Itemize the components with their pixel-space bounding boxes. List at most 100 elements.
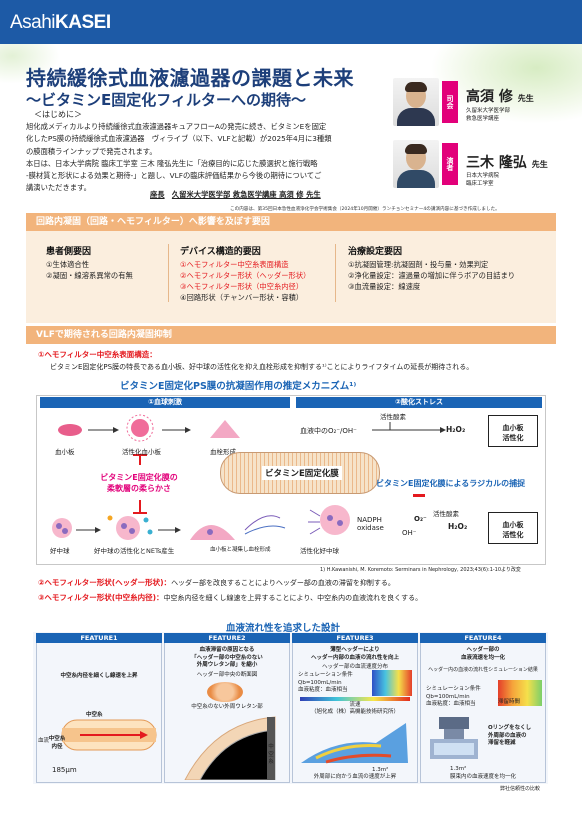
header-flow-illustration bbox=[301, 723, 408, 764]
factor-title: 患者側要因 bbox=[46, 247, 92, 257]
hollow-fiber-illustration bbox=[61, 719, 157, 751]
feature-text: 血液滞留の原因となる「ヘッダー部の中空糸のない外周ウレタン部」を縮小 bbox=[191, 647, 263, 668]
o-ring-illustration bbox=[430, 717, 478, 759]
speaker-name: 三木 隆弘 先生 bbox=[466, 155, 548, 171]
speaker-affiliation: 久留米大学医学部救急医学講座 bbox=[466, 108, 511, 122]
label-inner-diameter: 中空糸内径 bbox=[48, 736, 66, 750]
source-note: この内容は、第35回日本急性血液浄化学会学術集会（2024年10月開催）ランチョ… bbox=[230, 207, 500, 212]
color-scale-bar bbox=[300, 697, 410, 701]
intro-line: 講演いただきます。 bbox=[26, 183, 91, 193]
o-ring-text: Oリングをなくし外周部の血液の滞留を軽減 bbox=[488, 725, 532, 746]
speaker-photo-takasu bbox=[393, 78, 439, 126]
role-badge: 演者 bbox=[442, 143, 458, 185]
label-aggregation: 血小板と凝集し血栓形成 bbox=[210, 547, 271, 553]
speaker-affiliation: 日本大学病院臨床工学室 bbox=[466, 173, 500, 187]
label-area: 1.3m² bbox=[450, 766, 467, 772]
role-badge: 司会 bbox=[442, 81, 458, 123]
platelet-activation-box: 血小板活性化 bbox=[488, 415, 538, 447]
brand-header-bar bbox=[0, 0, 582, 44]
soft-layer-label: ビタミンE固定化膜の柔軟層の柔らかさ bbox=[100, 473, 178, 493]
intro-line: の膜面積ラインナップで発売されます。 bbox=[26, 146, 157, 156]
factors-section: 回路内凝固（回路・ヘモフィルター）へ影響を及ぼす要因 bbox=[26, 213, 556, 323]
arrow bbox=[372, 422, 446, 433]
panel-header: ①血球刺激 bbox=[40, 397, 290, 408]
inhibit-mark bbox=[413, 494, 425, 497]
label-h2o2: H₂O₂ bbox=[446, 425, 466, 434]
feature-text: ヘッダー部の血液流速を均一化 bbox=[460, 647, 505, 661]
label-distribution: ヘッダー部の血流速度分布 bbox=[321, 664, 388, 670]
velocity-heatmap bbox=[372, 670, 412, 696]
label-area: 1.3m² bbox=[372, 767, 389, 773]
label-residence: 滞留時間 bbox=[498, 699, 521, 705]
point1-text: ビタミンE固定化PS膜の特長である血小板、好中球の活性化を抑え血栓形成を抑制する… bbox=[50, 363, 474, 371]
intro-line: -膜材質と形状による効果と期待-」と題し、VLFの臨床評価結果から今後の期待につ… bbox=[26, 171, 322, 181]
platelet-activation-box: 血小板活性化 bbox=[488, 512, 538, 544]
label-h2o2: H₂O₂ bbox=[448, 522, 468, 531]
header-sector-illustration bbox=[184, 716, 276, 780]
label-diameter-value: 185μm bbox=[52, 766, 77, 774]
neutrophil-icon bbox=[308, 505, 350, 535]
label-activated-platelet: 活性化血小板 bbox=[122, 448, 161, 456]
radical-capture-label: ビタミンE固定化膜によるラジカルの捕捉 bbox=[376, 479, 526, 488]
reference: 1) H.Kawanishi, M. Koremoto: Serminars i… bbox=[320, 567, 521, 573]
label-uniform-velocity: 膜束内の血液速度を均一化 bbox=[449, 774, 516, 780]
label-velocity: 流速 bbox=[349, 702, 361, 708]
label-fiber: 中空糸 bbox=[268, 744, 274, 765]
mechanism-diagram bbox=[36, 395, 546, 565]
label-source: 血液中のO₂⁻/OH⁻ bbox=[300, 427, 357, 435]
label-platelet: 血小板 bbox=[55, 448, 75, 456]
divider bbox=[168, 244, 169, 302]
intro-heading: ＜はじめに＞ bbox=[34, 110, 82, 119]
feature-header: FEATURE4 bbox=[420, 633, 546, 643]
intro-line: 旭化成メディカルより持続緩徐式血液濾過器キュアフローAの発売に続き、ビタミンEを… bbox=[26, 122, 327, 131]
label-cross-section: ヘッダー部中央の断面図 bbox=[196, 672, 258, 678]
label-thrombus: 血栓形成 bbox=[210, 448, 236, 456]
page-subtitle: ～ビタミンE固定化フィルターへの期待～ bbox=[26, 91, 306, 109]
intro-text: 旭化成メディカルより持続緩徐式血液濾過器キュアフローAの発売に続き、ビタミンEを… bbox=[26, 121, 374, 195]
label-outer-urethane: 中空糸のない外周ウレタン部 bbox=[191, 704, 263, 710]
mechanism-title: ビタミンE固定化PS膜の抗凝固作用の推定メカニズム¹⁾ bbox=[120, 381, 357, 392]
feature-header: FEATURE2 bbox=[164, 633, 290, 643]
section-heading: 回路内凝固（回路・ヘモフィルター）へ影響を及ぼす要因 bbox=[26, 213, 556, 231]
intro-line: 化したPS膜の持続緩徐式血液濾過器 ヴィライブ（以下、VLFと記載）が2025年… bbox=[26, 134, 332, 144]
point1-heading: ①ヘモフィルター中空糸表面構造： bbox=[38, 350, 157, 359]
label-hollow-fiber: 中空糸 bbox=[86, 712, 103, 718]
label-blood-flow: 血流 bbox=[38, 738, 50, 744]
label-simulation: ヘッダー内の血液の流れ性シミュレーション結果 bbox=[428, 667, 538, 673]
blood-cell-illustration bbox=[52, 414, 286, 540]
panel-header: ②酸化ストレス bbox=[296, 397, 542, 408]
label-outer-velocity: 外周部に向かう血流の速度が上昇 bbox=[313, 774, 397, 780]
feature-text: 中空糸内径を細くし線速を上昇 bbox=[60, 673, 138, 679]
label-ros: 活性酸素 bbox=[380, 413, 406, 421]
feature-text: 薄型ヘッダーによりヘッダー内部の血液の流れ性を向上 bbox=[310, 647, 399, 661]
label-nets: 好中球の活性化とNETs産生 bbox=[94, 547, 175, 555]
intro-line: 本日は、日本大学病院 臨床工学室 三木 隆弘先生に「治療目的に応じた膜選択と施行… bbox=[26, 158, 318, 168]
membrane-label: ビタミンE固定化膜 bbox=[262, 466, 342, 480]
residence-heatmap bbox=[498, 680, 542, 706]
factor-title: 治療設定要因 bbox=[348, 247, 403, 257]
speaker-photo-miki bbox=[393, 140, 439, 188]
header-cross-section bbox=[207, 682, 243, 702]
footnote: 弊社信頼性の比較 bbox=[500, 786, 541, 792]
chair-signature: 座長 久留米大学医学部 救急医学講座 高須 修 先生 bbox=[150, 190, 321, 199]
factor-list: ①ヘモフィルター中空糸表面構造 ②ヘモフィルター形状（ヘッダー形状） ③ヘモフィ… bbox=[180, 260, 311, 302]
point2: ②ヘモフィルター形状(ヘッダー形状)：ヘッダー部を改良することによりヘッダー部の… bbox=[38, 578, 395, 587]
flow-design-title: 血液流れ性を追求した設計 bbox=[226, 623, 341, 634]
divider bbox=[335, 244, 336, 302]
factor-title: デバイス構造的要因 bbox=[180, 247, 261, 257]
feature-card bbox=[36, 633, 162, 783]
label-neutrophil: 好中球 bbox=[50, 547, 70, 555]
leaf-decoration-left bbox=[0, 44, 60, 84]
label-o2: O₂⁻ bbox=[414, 515, 427, 523]
label-oh: OH⁻ bbox=[402, 529, 417, 537]
label-ros: 活性酸素 bbox=[433, 510, 459, 518]
label-activated-neutrophil: 活性化好中球 bbox=[300, 547, 339, 555]
feature-header: FEATURE1 bbox=[36, 633, 162, 643]
point3: ③ヘモフィルター形状(中空糸内径)：中空糸内径を細くし線速を上昇することにより、… bbox=[38, 593, 423, 602]
feature-header: FEATURE3 bbox=[292, 633, 418, 643]
factor-list: ①抗凝固管理:抗凝固剤・投与量・効果判定 ②浄化量設定：濾過量の増加に伴うボアの… bbox=[348, 260, 516, 291]
